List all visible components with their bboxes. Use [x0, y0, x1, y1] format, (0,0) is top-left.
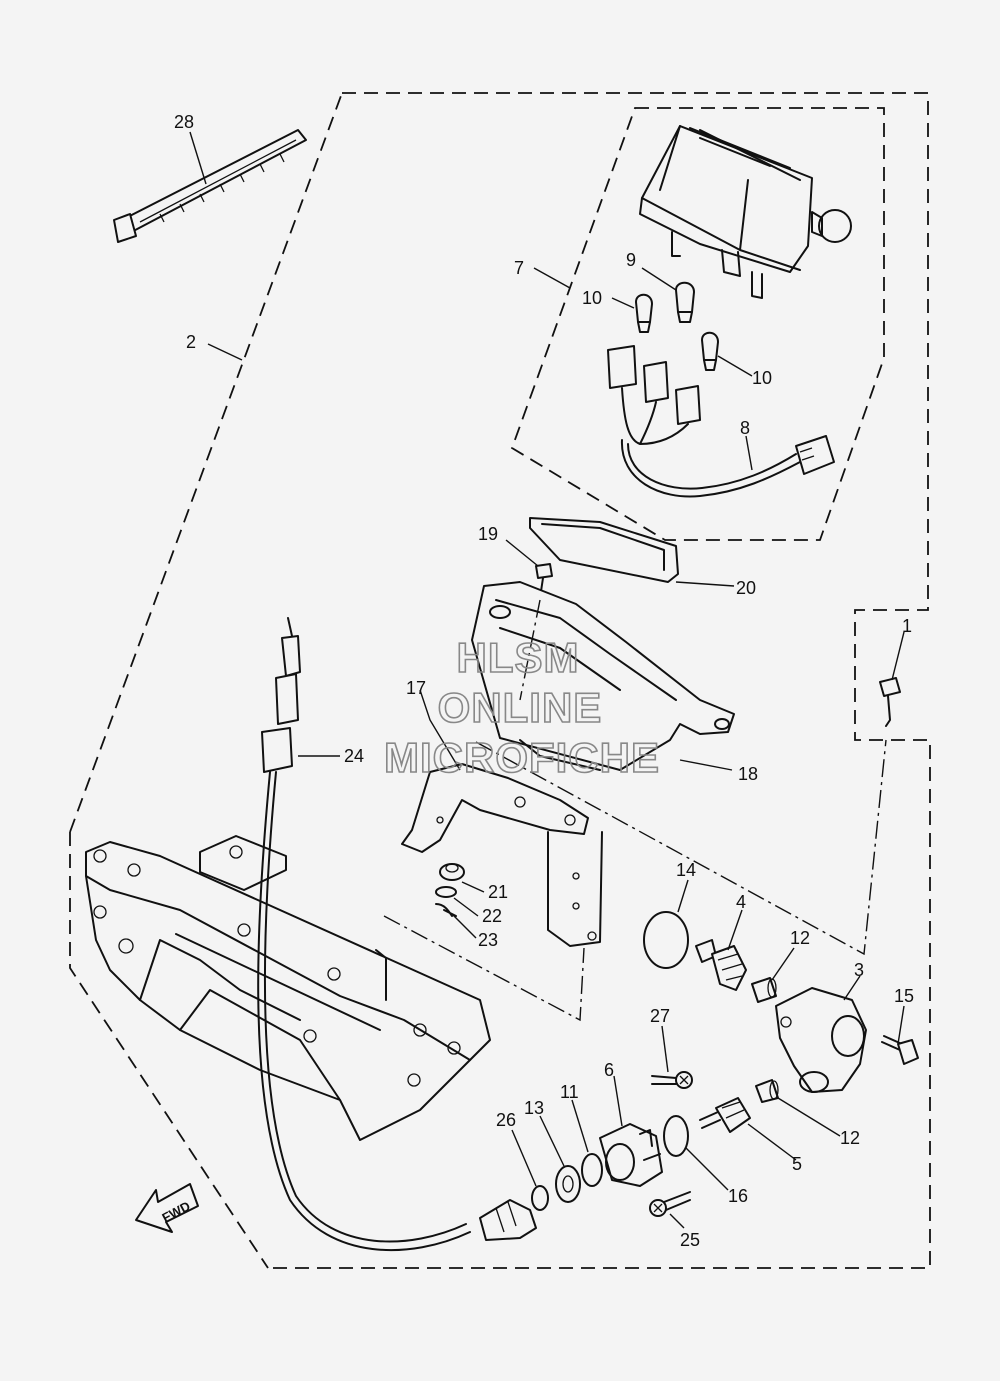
grommet-22	[439, 863, 465, 881]
callout-18: 17	[406, 678, 426, 698]
bushing-12-upper	[751, 977, 777, 1003]
gear-housing	[775, 987, 867, 1093]
screw-27	[651, 1071, 693, 1089]
cable-tie	[113, 129, 307, 243]
callout-5: 5	[792, 1154, 802, 1174]
callout-25: 24	[344, 746, 364, 766]
callout-15: 14	[676, 860, 696, 880]
bushing-12-lower	[755, 1079, 779, 1103]
bolt-1	[879, 677, 901, 727]
callout-14: 16	[728, 1186, 748, 1206]
callout-23: 22	[482, 906, 502, 926]
drive-housing-6	[599, 1123, 663, 1187]
mounting-plate	[401, 763, 603, 947]
callout-16: 15	[894, 986, 914, 1006]
forward-direction-arrow: FWD	[135, 1183, 199, 1233]
callout-21: 20	[736, 578, 756, 598]
callout-labels: 28 2 7 9 10 10 8 19 20 1 17 18 24 21 22 …	[174, 112, 914, 1250]
nut-24	[435, 903, 457, 917]
wire-harness	[607, 345, 835, 498]
callout-2: 2	[186, 332, 196, 352]
bulb-9	[675, 281, 695, 323]
callout-20: 19	[478, 524, 498, 544]
callout-8: 8	[740, 418, 750, 438]
bearing-13	[555, 1165, 581, 1203]
bulb-10-right	[701, 331, 719, 371]
screw-17	[649, 1191, 691, 1217]
watermark: HLSM ONLINE MICROFICHE	[383, 633, 660, 782]
callout-13: 13	[524, 1098, 544, 1118]
o-ring-26	[531, 1185, 549, 1211]
callout-19: 18	[738, 764, 758, 784]
callout-9: 9	[626, 250, 636, 270]
callout-6: 6	[604, 1060, 614, 1080]
meter-assembly-boundary	[510, 107, 885, 541]
assembly-boundary	[69, 92, 931, 1269]
callout-1: 1	[902, 616, 912, 636]
callout-27: 27	[650, 1006, 670, 1026]
callout-11: 11	[560, 1082, 579, 1102]
leader-lines	[189, 131, 905, 1229]
gear-4	[695, 939, 747, 991]
watermark-line-2: ONLINE	[438, 684, 603, 731]
bolt-16	[881, 1035, 919, 1065]
callout-12-lower: 12	[840, 1128, 860, 1148]
bulb-10-left	[635, 293, 653, 333]
callout-10-left: 10	[582, 288, 602, 308]
meter-bracket	[471, 581, 735, 771]
washer-11	[581, 1153, 603, 1187]
gear-shaft-5	[699, 1097, 751, 1133]
callout-22: 21	[488, 882, 508, 902]
callout-28: 28	[174, 112, 194, 132]
callout-10-right: 10	[752, 368, 772, 388]
callout-17: 25	[680, 1230, 700, 1250]
speedometer-unit	[639, 125, 852, 299]
speedometer-cable	[257, 617, 537, 1252]
callout-7: 7	[514, 258, 524, 278]
watermark-line-1: HLSM	[457, 634, 580, 681]
o-ring-15	[643, 911, 689, 969]
washer-23	[435, 886, 457, 898]
callout-26: 26	[496, 1110, 516, 1130]
callout-24: 23	[478, 930, 498, 950]
frame-section	[85, 835, 491, 1141]
callout-12-upper: 12	[790, 928, 810, 948]
callout-3: 3	[854, 960, 864, 980]
callout-4: 4	[736, 892, 746, 912]
meter-cover	[529, 517, 679, 583]
watermark-line-3: MICROFICHE	[384, 734, 660, 781]
o-ring-14	[663, 1115, 689, 1157]
